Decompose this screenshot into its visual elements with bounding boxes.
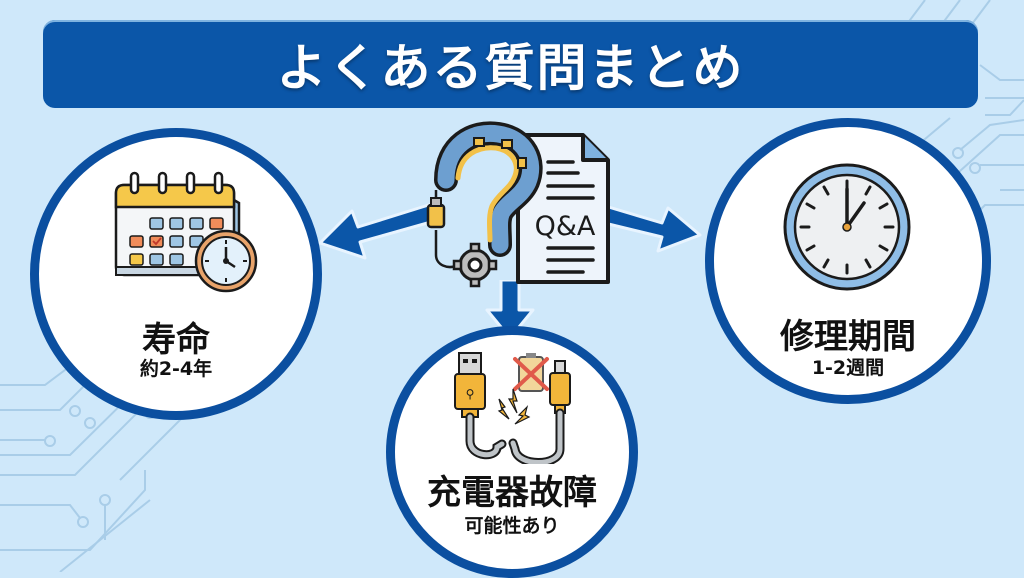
broken-usb-cable-icon: ⚲ (454, 352, 571, 464)
page-title: よくある質問まとめ (276, 39, 745, 97)
arrow-down-icon (485, 280, 535, 340)
faq-subtitle-lifespan: 約2-4年 (139, 358, 213, 380)
qa-label: Q&A (535, 211, 596, 242)
clock-icon (783, 163, 911, 291)
plug-icon (426, 203, 446, 229)
arrow-left-icon (318, 201, 440, 260)
faq-title-lifespan: 寿命 (142, 320, 210, 360)
faq-title-charger-failure: 充電器故障 (427, 473, 597, 513)
faq-card-lifespan: 寿命 約2-4年 (30, 128, 322, 420)
svg-text:⚲: ⚲ (466, 387, 475, 401)
faq-card-charger-failure: ⚲ 充電器故障 可能性あり (386, 326, 638, 578)
faq-title-repair-period: 修理期間 (780, 317, 916, 357)
faq-subtitle-charger-failure: 可能性あり (464, 515, 560, 537)
calendar-clock-icon (114, 171, 258, 293)
question-gear-icon (434, 121, 543, 257)
title-banner: よくある質問まとめ (43, 20, 978, 108)
faq-card-repair-period: 修理期間 1-2週間 (705, 118, 991, 404)
small-gear-icon (452, 242, 498, 288)
faq-subtitle-repair-period: 1-2週間 (811, 357, 885, 379)
faq-center-icon: Q&A (426, 121, 610, 288)
